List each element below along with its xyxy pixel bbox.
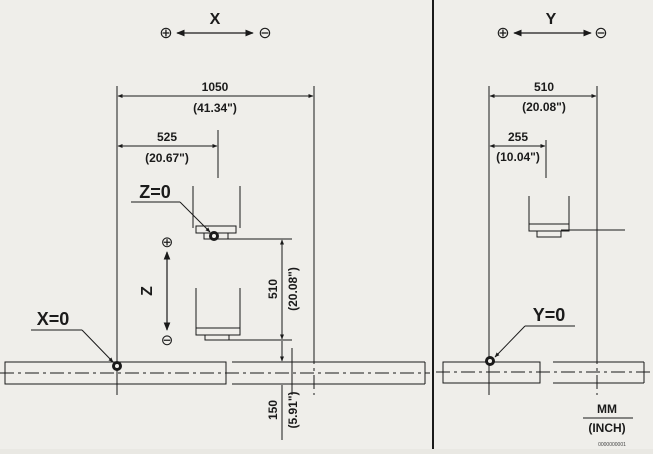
y-axis-name: Y	[546, 11, 557, 28]
x-minus-symbol: ⊖	[258, 25, 271, 42]
dimension-510-z: 510 (20.08")	[266, 239, 300, 340]
dim-510-z-inch: (20.08")	[286, 267, 300, 311]
y-plus-symbol: ⊕	[496, 25, 509, 42]
x-zero-label: X=0	[37, 309, 70, 329]
z-zero-point-center	[212, 234, 216, 238]
units-legend: MM (INCH) 0000000001	[583, 402, 633, 448]
y-minus-symbol: ⊖	[594, 25, 607, 42]
dimension-150: 150 (5.91")	[266, 341, 300, 440]
dim-525-value: 525	[157, 130, 177, 144]
dim-150-inch: (5.91")	[286, 391, 300, 428]
spindle-y	[528, 196, 625, 238]
y-zero-label: Y=0	[533, 305, 566, 325]
units-inch: (INCH)	[588, 421, 625, 435]
z-zero-label: Z=0	[139, 182, 171, 202]
dim-150-value: 150	[266, 400, 280, 420]
machine-table-y	[436, 350, 650, 395]
z-zero-leader	[179, 201, 211, 233]
dim-510-y-inch: (20.08")	[522, 100, 566, 114]
x-direction-indicator: ⊕ X ⊖	[159, 11, 271, 42]
y-zero-callout: Y=0	[485, 305, 575, 366]
dim-255-inch: (10.04")	[496, 150, 540, 164]
dim-510-y-value: 510	[534, 80, 554, 94]
dim-510-z-value: 510	[266, 279, 280, 299]
y-direction-indicator: ⊕ Y ⊖	[496, 11, 607, 42]
machine-table-x	[0, 348, 430, 395]
spindle-lower-tool	[204, 334, 230, 341]
y-zero-point-center	[488, 359, 492, 363]
z-zero-callout: Z=0	[131, 182, 211, 233]
z-minus-symbol: ⊖	[161, 332, 174, 349]
spindle-lower	[195, 288, 292, 341]
dimension-1050: 1050 (41.34")	[117, 80, 314, 115]
x-axis-name: X	[210, 11, 221, 28]
dim-1050-inch: (41.34")	[193, 101, 237, 115]
z-plus-symbol: ⊕	[161, 234, 174, 251]
z-axis-name: Z	[139, 286, 156, 296]
spindle-upper	[192, 186, 292, 241]
z-direction-indicator: ⊕ Z ⊖	[139, 234, 173, 349]
dimension-525: 525 (20.67")	[117, 130, 218, 165]
y-zero-leader	[494, 325, 526, 358]
x-plus-symbol: ⊕	[159, 25, 172, 42]
part-number: 0000000001	[598, 442, 626, 448]
dim-525-inch: (20.67")	[145, 151, 189, 165]
spindle-y-tool	[536, 230, 562, 238]
dim-1050-value: 1050	[202, 80, 229, 94]
units-mm: MM	[597, 402, 617, 416]
dim-255-value: 255	[508, 130, 528, 144]
dimension-255: 255 (10.04")	[489, 130, 546, 164]
x-zero-callout: X=0	[31, 309, 122, 371]
x-zero-leader	[81, 329, 114, 363]
dimension-510-y: 510 (20.08")	[489, 80, 597, 114]
spindle-lower-nose	[195, 327, 241, 336]
x-zero-point-center	[115, 364, 119, 368]
